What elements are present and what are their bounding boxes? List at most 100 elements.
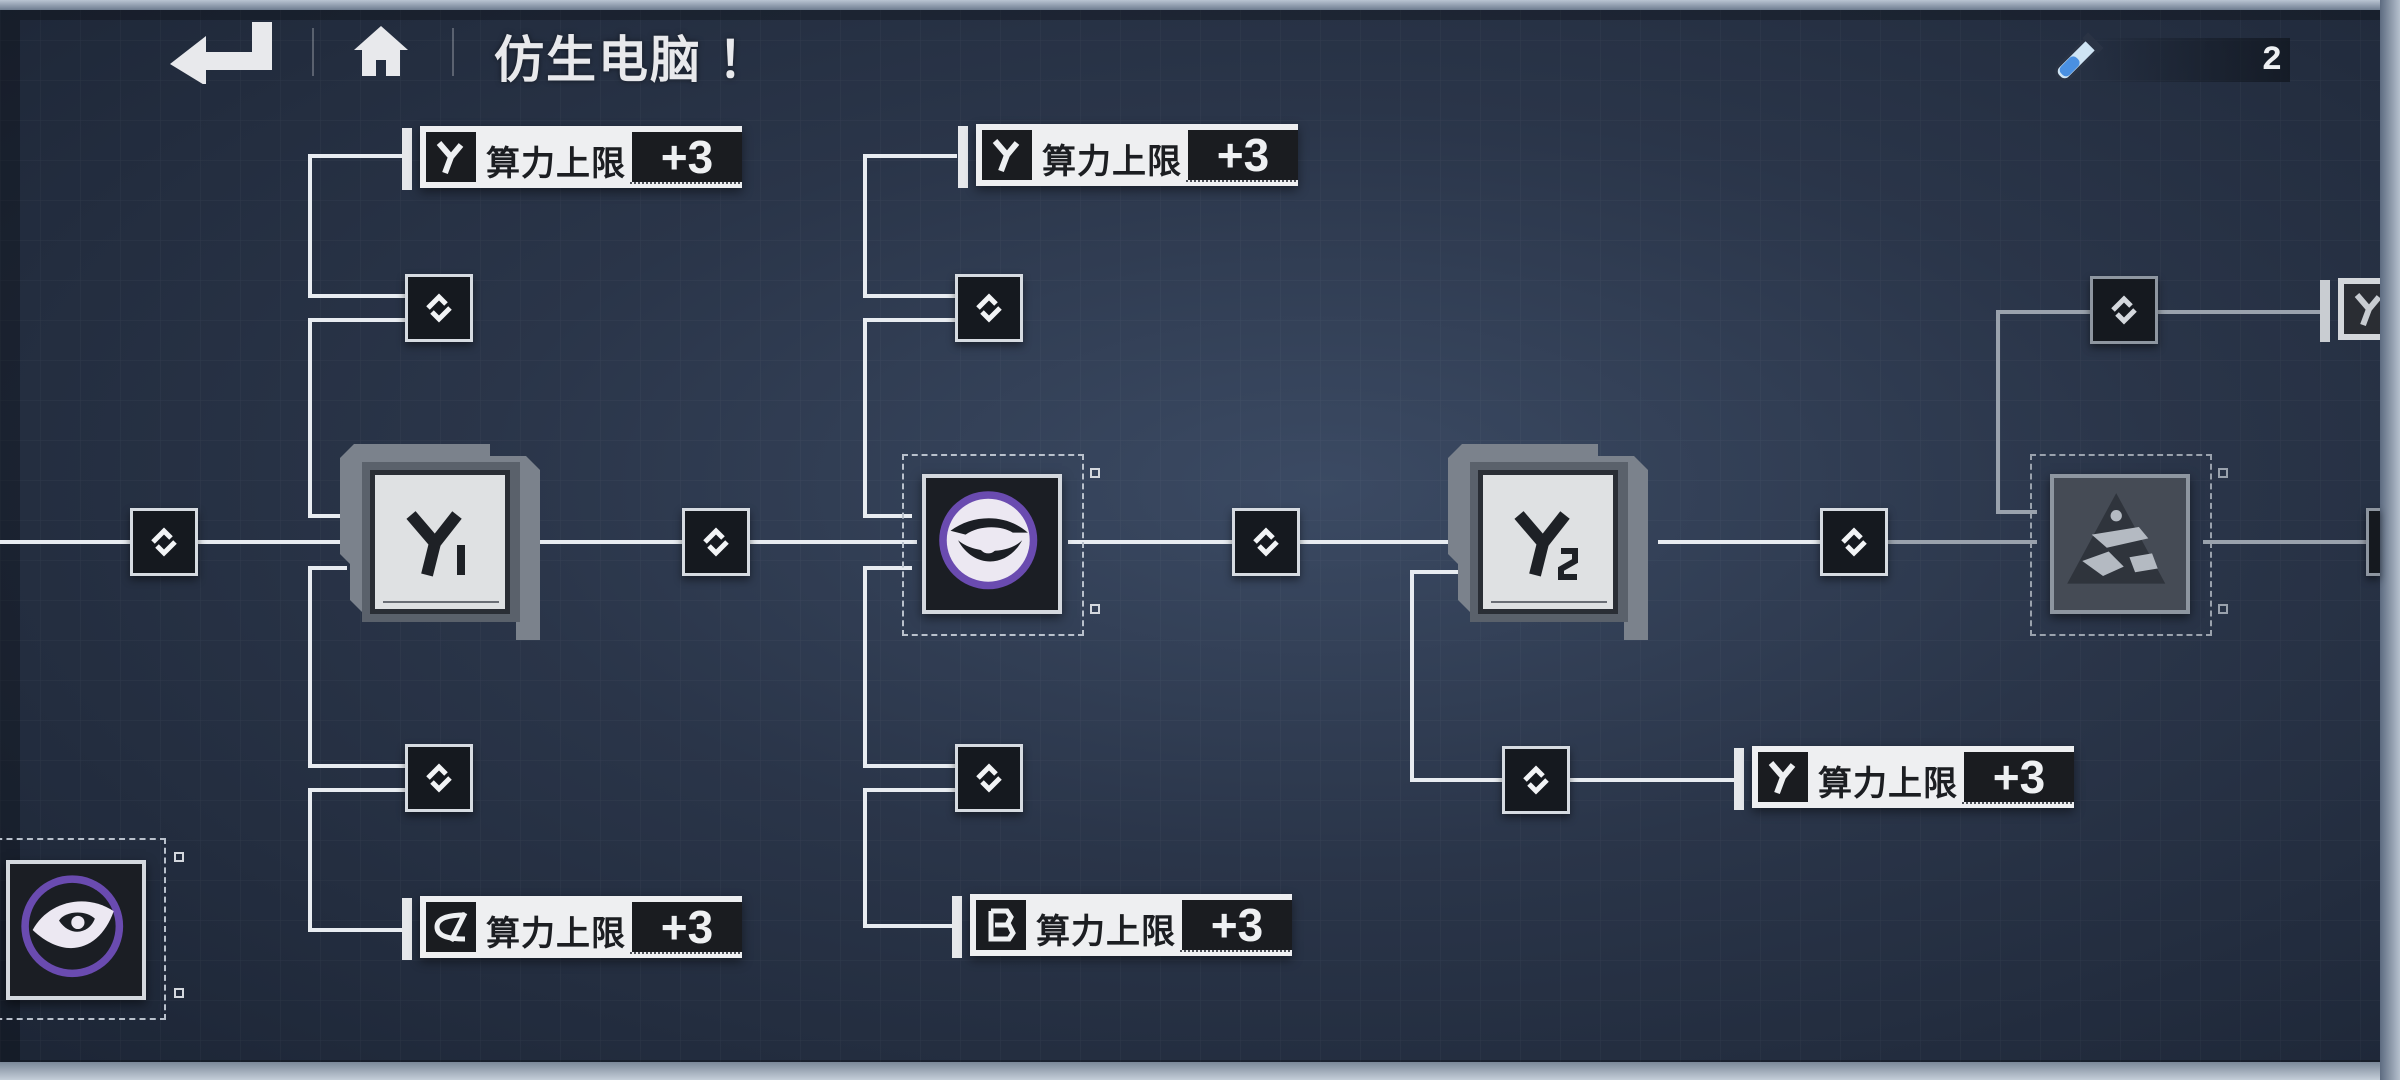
stat-card-offscreen[interactable] bbox=[2320, 278, 2380, 344]
card-body: 算力上限 +3 bbox=[970, 894, 1292, 956]
stat-card[interactable]: 算力上限 +3 bbox=[952, 894, 1292, 960]
gamma-badge bbox=[426, 132, 476, 182]
beta-icon bbox=[988, 908, 1016, 942]
top-bar: 仿生电脑 ！ 2 bbox=[0, 12, 2400, 92]
alpha-badge bbox=[426, 902, 476, 952]
chip-node-y2[interactable] bbox=[1448, 444, 1648, 644]
frame-top bbox=[0, 0, 2400, 10]
currency-counter: 2 bbox=[2046, 30, 2296, 90]
chip-y1-icon bbox=[406, 511, 465, 577]
chip-y2-icon bbox=[1514, 511, 1578, 580]
emblem-box bbox=[2050, 474, 2190, 614]
link-node[interactable] bbox=[405, 744, 473, 812]
chip-face bbox=[370, 470, 510, 614]
link-node-locked[interactable] bbox=[2090, 276, 2158, 344]
link-node[interactable] bbox=[955, 274, 1023, 342]
card-label: 算力上限 bbox=[1818, 765, 1958, 803]
card-bar bbox=[402, 128, 412, 190]
card-body bbox=[2338, 278, 2380, 340]
corner-marker bbox=[174, 852, 184, 862]
card-fineprint bbox=[1180, 950, 1290, 956]
emblem-node-eye[interactable] bbox=[902, 454, 1100, 636]
link-node[interactable] bbox=[405, 274, 473, 342]
stat-card[interactable]: 算力上限 +3 bbox=[958, 124, 1298, 190]
card-label: 算力上限 bbox=[1036, 913, 1176, 951]
card-bar bbox=[1734, 748, 1744, 810]
selection-frame bbox=[0, 838, 166, 1020]
link-icon bbox=[426, 763, 452, 793]
header-divider bbox=[312, 28, 314, 76]
card-value: +3 bbox=[632, 132, 742, 182]
card-bar bbox=[958, 126, 968, 188]
currency-bar bbox=[2090, 38, 2290, 82]
link-node[interactable] bbox=[1232, 508, 1300, 576]
selection-frame bbox=[2030, 454, 2212, 636]
card-value: +3 bbox=[1964, 752, 2074, 802]
card-label: 算力上限 bbox=[486, 915, 626, 953]
corner-marker bbox=[174, 988, 184, 998]
card-bar bbox=[952, 896, 962, 958]
link-icon bbox=[426, 293, 452, 323]
card-label: 算力上限 bbox=[1042, 143, 1182, 181]
link-icon bbox=[151, 527, 177, 557]
link-icon bbox=[1841, 527, 1867, 557]
card-value: +3 bbox=[1182, 900, 1292, 950]
link-node[interactable] bbox=[955, 744, 1023, 812]
card-value: +3 bbox=[1188, 130, 1298, 180]
home-icon bbox=[354, 26, 408, 76]
eye-emblem-icon bbox=[939, 491, 1038, 590]
page-title: 仿生电脑 ！ bbox=[494, 32, 770, 88]
card-body: 算力上限 +3 bbox=[420, 126, 742, 188]
card-label: 算力上限 bbox=[486, 145, 626, 183]
gamma-badge bbox=[2344, 284, 2380, 334]
link-icon bbox=[1253, 527, 1279, 557]
emblem-box bbox=[922, 474, 1062, 614]
link-node[interactable] bbox=[1820, 508, 1888, 576]
gamma-badge bbox=[982, 130, 1032, 180]
corner-marker bbox=[1090, 604, 1100, 614]
emblem-node-locked[interactable] bbox=[2030, 454, 2228, 636]
link-node[interactable] bbox=[130, 508, 198, 576]
beta-badge bbox=[976, 900, 1026, 950]
card-bar bbox=[402, 898, 412, 960]
link-icon bbox=[1523, 765, 1549, 795]
chip-signature bbox=[383, 595, 499, 603]
gamma-icon bbox=[1768, 761, 1796, 795]
emblem-node-eye-2[interactable] bbox=[0, 838, 184, 1020]
card-bar bbox=[2320, 280, 2330, 342]
gamma-icon bbox=[436, 141, 464, 175]
link-node[interactable] bbox=[682, 508, 750, 576]
link-icon bbox=[976, 293, 1002, 323]
corner-marker bbox=[1090, 468, 1100, 478]
currency-count: 2 bbox=[2261, 42, 2282, 80]
link-icon bbox=[703, 527, 729, 557]
card-body: 算力上限 +3 bbox=[976, 124, 1298, 186]
gamma-icon bbox=[2354, 293, 2380, 327]
card-body: 算力上限 +3 bbox=[1752, 746, 2074, 808]
pyramid-emblem-icon bbox=[2067, 493, 2166, 584]
link-node-offscreen[interactable] bbox=[2366, 508, 2380, 576]
card-fineprint bbox=[1962, 802, 2072, 808]
alpha-icon bbox=[434, 911, 468, 943]
back-arrow-icon bbox=[170, 22, 272, 86]
card-value: +3 bbox=[632, 902, 742, 952]
chip-signature bbox=[1491, 595, 1607, 603]
link-node[interactable] bbox=[1502, 746, 1570, 814]
chip-node-y1[interactable] bbox=[340, 444, 540, 644]
gamma-badge bbox=[1758, 752, 1808, 802]
eye-emblem-icon bbox=[21, 875, 124, 978]
frame-right bbox=[2380, 0, 2400, 1080]
frame-bottom bbox=[0, 1062, 2400, 1080]
card-body: 算力上限 +3 bbox=[420, 896, 742, 958]
header-divider bbox=[452, 28, 454, 76]
stat-card[interactable]: 算力上限 +3 bbox=[402, 896, 742, 962]
stat-card[interactable]: 算力上限 +3 bbox=[1734, 746, 2074, 812]
back-button[interactable] bbox=[148, 22, 276, 86]
test-tube-icon bbox=[2054, 32, 2104, 82]
stat-card[interactable]: 算力上限 +3 bbox=[402, 126, 742, 192]
gamma-icon bbox=[992, 139, 1020, 173]
link-icon bbox=[976, 763, 1002, 793]
card-fineprint bbox=[630, 182, 740, 188]
home-button[interactable] bbox=[348, 18, 414, 84]
